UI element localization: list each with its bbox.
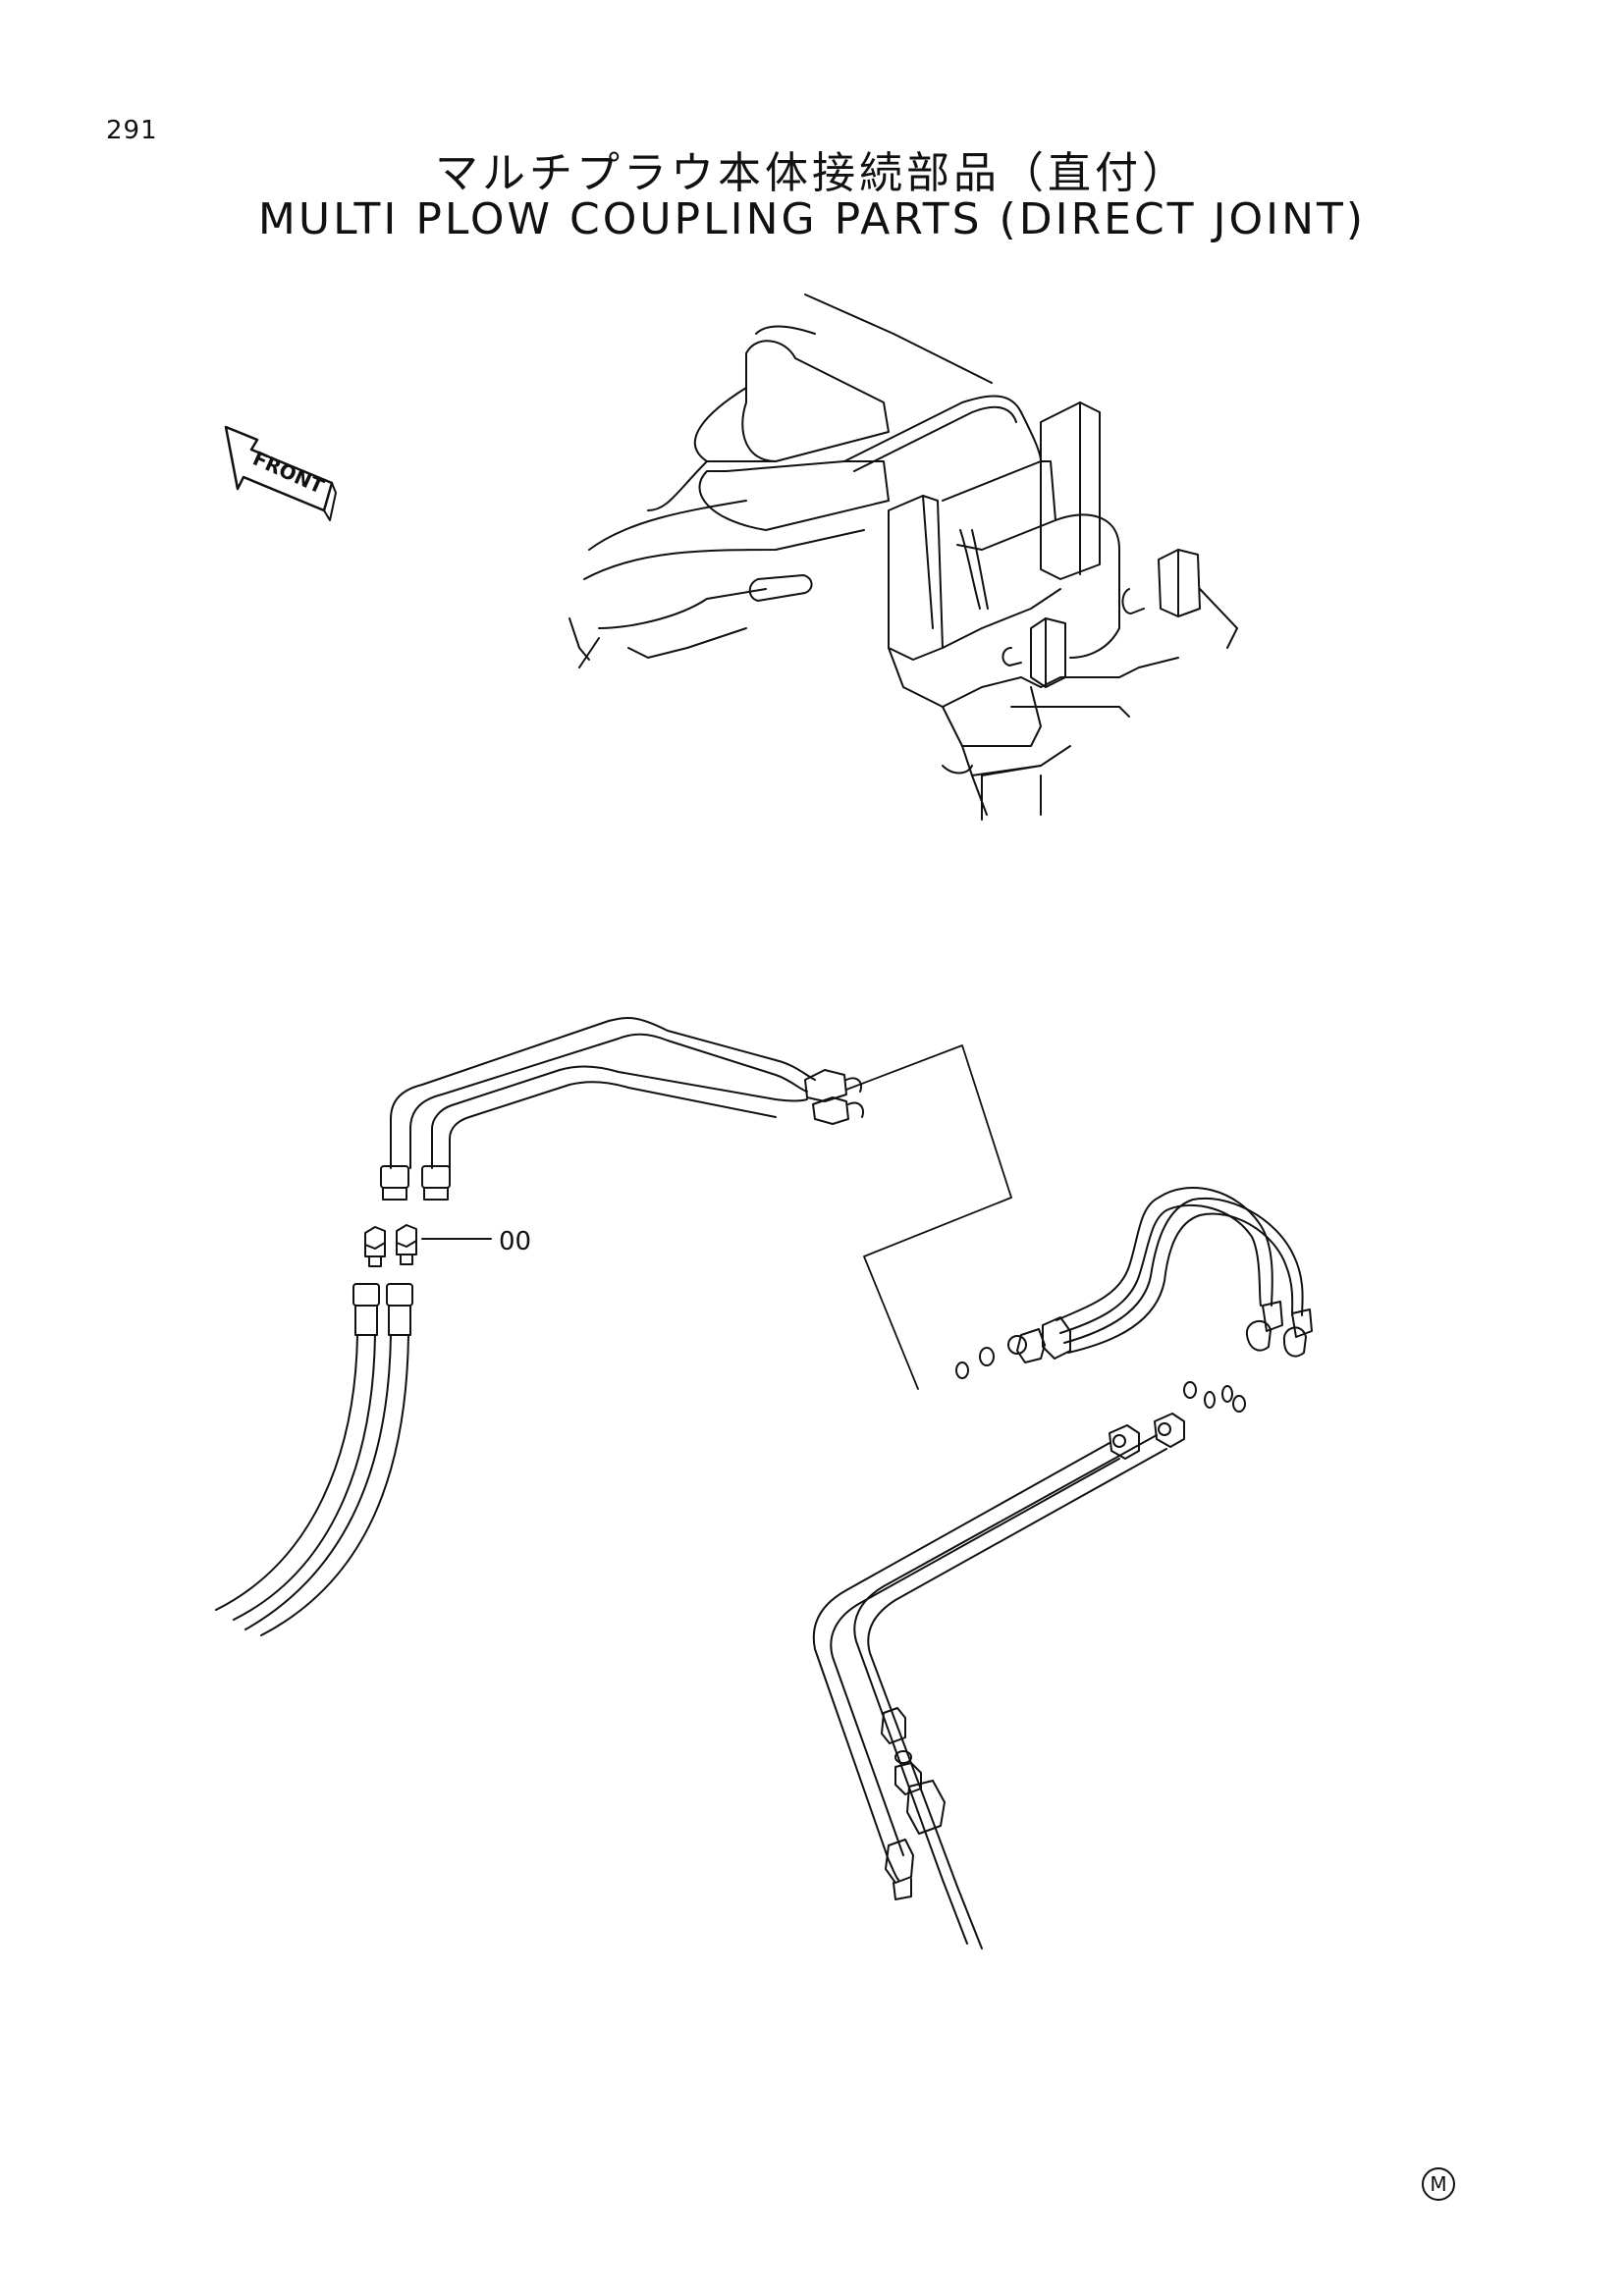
left-hose-assembly (215, 1017, 864, 1636)
connection-box-outline (845, 1044, 1012, 1390)
corner-mark: M (1422, 2167, 1455, 2201)
callout-label-00: 00 (499, 1227, 532, 1256)
front-label: FRONT (249, 447, 328, 499)
page-title-english: MULTI PLOW COUPLING PARTS (DIRECT JOINT) (257, 194, 1367, 244)
page-title-japanese: マルチプラウ本体接続部品（直付） (435, 148, 1189, 198)
machine-frame-view (568, 294, 1238, 821)
front-direction-arrow: FRONT (224, 425, 337, 521)
page-number: 291 (106, 116, 158, 145)
right-hose-assembly (812, 1187, 1313, 1949)
